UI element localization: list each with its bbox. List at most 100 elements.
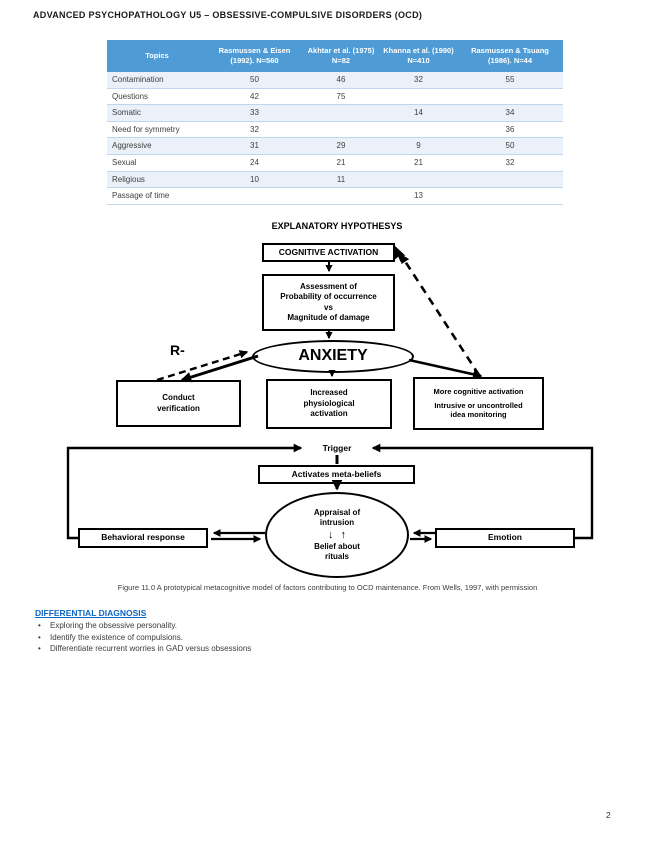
reinforcement-label: R- xyxy=(170,342,185,358)
bullet-item: • Exploring the obsessive personality. xyxy=(38,621,251,633)
appraisal-line: Appraisal of xyxy=(313,507,361,517)
more-line: Intrusive or uncontrolled xyxy=(434,400,523,410)
behavioral-response-label: Behavioral response xyxy=(101,532,185,543)
down-arrow-icon: ↓ xyxy=(328,528,334,541)
column-header: Topics xyxy=(107,40,207,72)
bullet-text: Identify the existence of compulsions. xyxy=(50,632,183,642)
belief-line: Belief about xyxy=(314,541,360,551)
value-cell xyxy=(457,187,563,205)
topic-cell: Sexual xyxy=(107,154,207,172)
value-cell: 24 xyxy=(207,154,302,172)
behavioral-response-box: Behavioral response xyxy=(78,528,208,548)
physio-line: Increased xyxy=(310,388,348,398)
value-cell: 31 xyxy=(207,137,302,155)
value-cell xyxy=(380,171,457,189)
column-header: Rasmussen & Eisen (1992). N=560 xyxy=(207,40,302,72)
value-cell: 10 xyxy=(207,171,302,189)
meta-beliefs-box: Activates meta-beliefs xyxy=(258,465,415,484)
value-cell: 9 xyxy=(380,137,457,155)
page-title: ADVANCED PSYCHOPATHOLOGY U5 – OBSESSIVE-… xyxy=(33,10,423,20)
emotion-label: Emotion xyxy=(488,532,522,543)
anxiety-ellipse: ANXIETY xyxy=(252,340,414,373)
appraisal-line: intrusion xyxy=(319,518,355,528)
meta-beliefs-label: Activates meta-beliefs xyxy=(291,468,382,479)
value-cell xyxy=(207,187,302,205)
value-cell xyxy=(457,171,563,189)
value-cell: 29 xyxy=(302,137,380,155)
topic-cell: Questions xyxy=(107,88,207,106)
figure-caption: Figure 11.0 A prototypical metacognitive… xyxy=(117,583,538,592)
page-number: 2 xyxy=(606,810,611,820)
value-cell: 42 xyxy=(207,88,302,106)
differential-list: • Exploring the obsessive personality. • Id… xyxy=(38,621,251,656)
more-line: More cognitive activation xyxy=(433,386,524,396)
assessment-line: vs xyxy=(324,302,333,312)
conduct-line: Conduct xyxy=(162,393,195,403)
value-cell: 36 xyxy=(457,121,563,139)
topic-cell: Aggressive xyxy=(107,137,207,155)
diagram-heading: EXPLANATORY HYPOTHESYS xyxy=(271,221,403,231)
value-cell: 32 xyxy=(457,154,563,172)
bullet-icon: • xyxy=(38,632,41,642)
table-row: Passage of time 13 xyxy=(107,187,563,205)
column-header: Rasmussen & Tsuang (1986). N=44 xyxy=(457,40,563,72)
value-cell: 50 xyxy=(457,137,563,155)
bullet-icon: • xyxy=(38,644,41,653)
physiological-activation-box: Increased physiological activation xyxy=(266,379,392,429)
up-arrow-icon: ↑ xyxy=(340,528,347,541)
topic-cell: Somatic xyxy=(107,104,207,122)
mouse-cursor-icon xyxy=(395,246,406,262)
bullet-item: • Identify the existence of compulsions. xyxy=(38,633,251,645)
physio-line: activation xyxy=(310,409,348,419)
differential-diagnosis-heading: DIFFERENTIAL DIAGNOSIS xyxy=(35,608,147,618)
more-cognitive-activation-box: More cognitive activation Intrusive or u… xyxy=(413,377,544,430)
cognitive-activation-box: COGNITIVE ACTIVATION xyxy=(262,243,395,262)
value-cell xyxy=(302,121,380,139)
value-cell: 50 xyxy=(207,72,302,89)
value-cell: 32 xyxy=(380,72,457,89)
column-header: Khanna et al. (1990) N=410 xyxy=(380,40,457,72)
value-cell xyxy=(302,104,380,122)
value-cell: 21 xyxy=(302,154,380,172)
trigger-label: Trigger xyxy=(322,443,352,453)
emotion-box: Emotion xyxy=(435,528,575,548)
bullet-text: Exploring the obsessive personality. xyxy=(50,621,178,630)
conduct-line: verification xyxy=(157,403,200,413)
topic-cell: Passage of time xyxy=(107,187,207,205)
bullet-text: Differentiate recurrent worries in GAD v… xyxy=(50,644,252,653)
bullet-icon: • xyxy=(38,621,41,630)
value-cell: 75 xyxy=(302,88,380,106)
cognitive-activation-label: COGNITIVE ACTIVATION xyxy=(278,246,379,257)
value-cell: 33 xyxy=(207,104,302,122)
topic-cell: Contamination xyxy=(107,72,207,89)
bullet-item: • Differentiate recurrent worries in GAD … xyxy=(38,644,251,656)
anxiety-label: ANXIETY xyxy=(298,347,368,365)
value-cell: 34 xyxy=(457,104,563,122)
appraisal-ellipse: Appraisal of intrusion ↓ ↑ Belief about … xyxy=(265,492,409,578)
value-cell: 21 xyxy=(380,154,457,172)
column-header: Akhtar et al. (1975) N=82 xyxy=(302,40,380,72)
physio-line: physiological xyxy=(303,398,355,408)
value-cell: 46 xyxy=(302,72,380,89)
topic-cell: Need for symmetry xyxy=(107,121,207,139)
value-cell xyxy=(457,88,563,106)
value-cell: 13 xyxy=(380,187,457,205)
assessment-line: Probability of occurrence xyxy=(280,292,377,302)
value-cell xyxy=(380,121,457,139)
belief-line: rituals xyxy=(324,551,349,561)
assessment-line: Assessment of xyxy=(300,281,357,291)
value-cell: 14 xyxy=(380,104,457,122)
value-cell xyxy=(380,88,457,106)
more-line: idea monitoring xyxy=(450,410,507,420)
